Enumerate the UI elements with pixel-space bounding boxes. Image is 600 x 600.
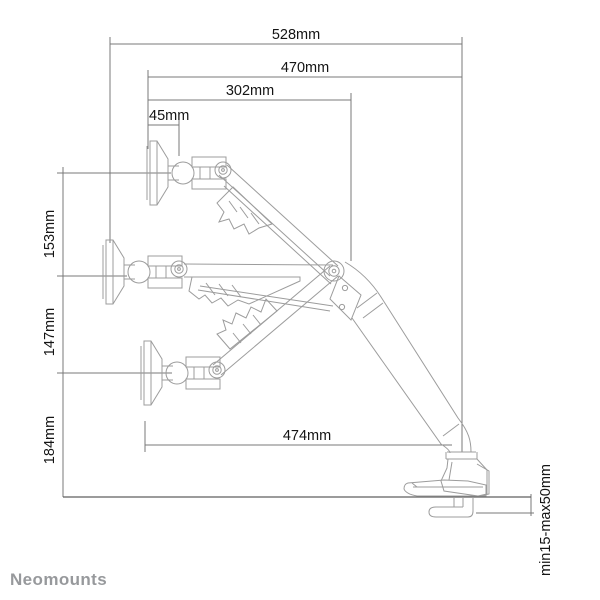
elbow-joint: [323, 260, 362, 321]
extension-lines: [57, 37, 534, 516]
arm-bottom-position: [212, 265, 339, 376]
neomounts-logo: Neomounts: [10, 570, 108, 589]
desk-clamp: [403, 451, 490, 518]
dim-label-528: 528mm: [272, 27, 320, 43]
dim-label-302: 302mm: [226, 83, 274, 99]
dim-label-147: 147mm: [42, 308, 58, 356]
arm-top-position: [216, 164, 339, 285]
lower-support-arm: [344, 261, 472, 454]
arm-middle-position: [183, 263, 334, 312]
dim-label-474: 474mm: [283, 428, 331, 444]
dim-label-desk-thickness: min15-max50mm: [538, 464, 554, 576]
dim-label-45: 45mm: [149, 108, 189, 124]
dim-label-184: 184mm: [42, 416, 58, 464]
monitor-arm-drawing: [102, 140, 490, 518]
dimension-labels: 528mm 470mm 302mm 45mm 474mm 153mm 147mm…: [42, 27, 554, 576]
dim-label-153: 153mm: [42, 210, 58, 258]
monitor-mount-middle: [102, 239, 188, 305]
dimension-lines: [110, 43, 462, 446]
dim-label-470: 470mm: [281, 60, 329, 76]
